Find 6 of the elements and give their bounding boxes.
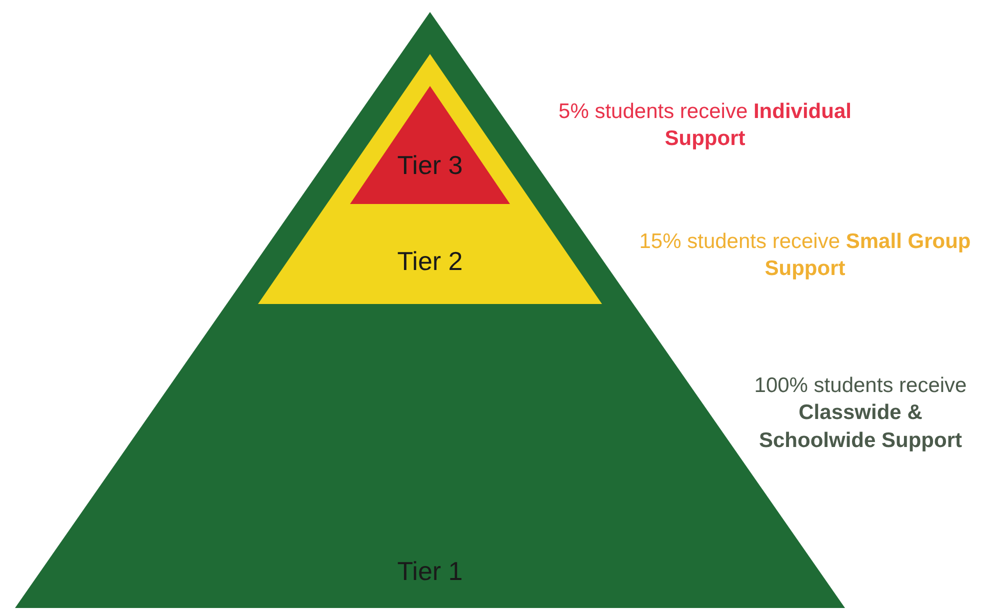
tier-label: Tier 3	[397, 150, 463, 182]
tier-label: Tier 1	[397, 556, 463, 588]
tier-description: 100% students receive Classwide & Schoolwide Support	[753, 373, 968, 454]
tier-description: 15% students receive Small Group Support	[638, 229, 972, 282]
tier-description: 5% students receive Individual Support	[558, 99, 852, 152]
tier-label: Tier 2	[397, 246, 463, 276]
